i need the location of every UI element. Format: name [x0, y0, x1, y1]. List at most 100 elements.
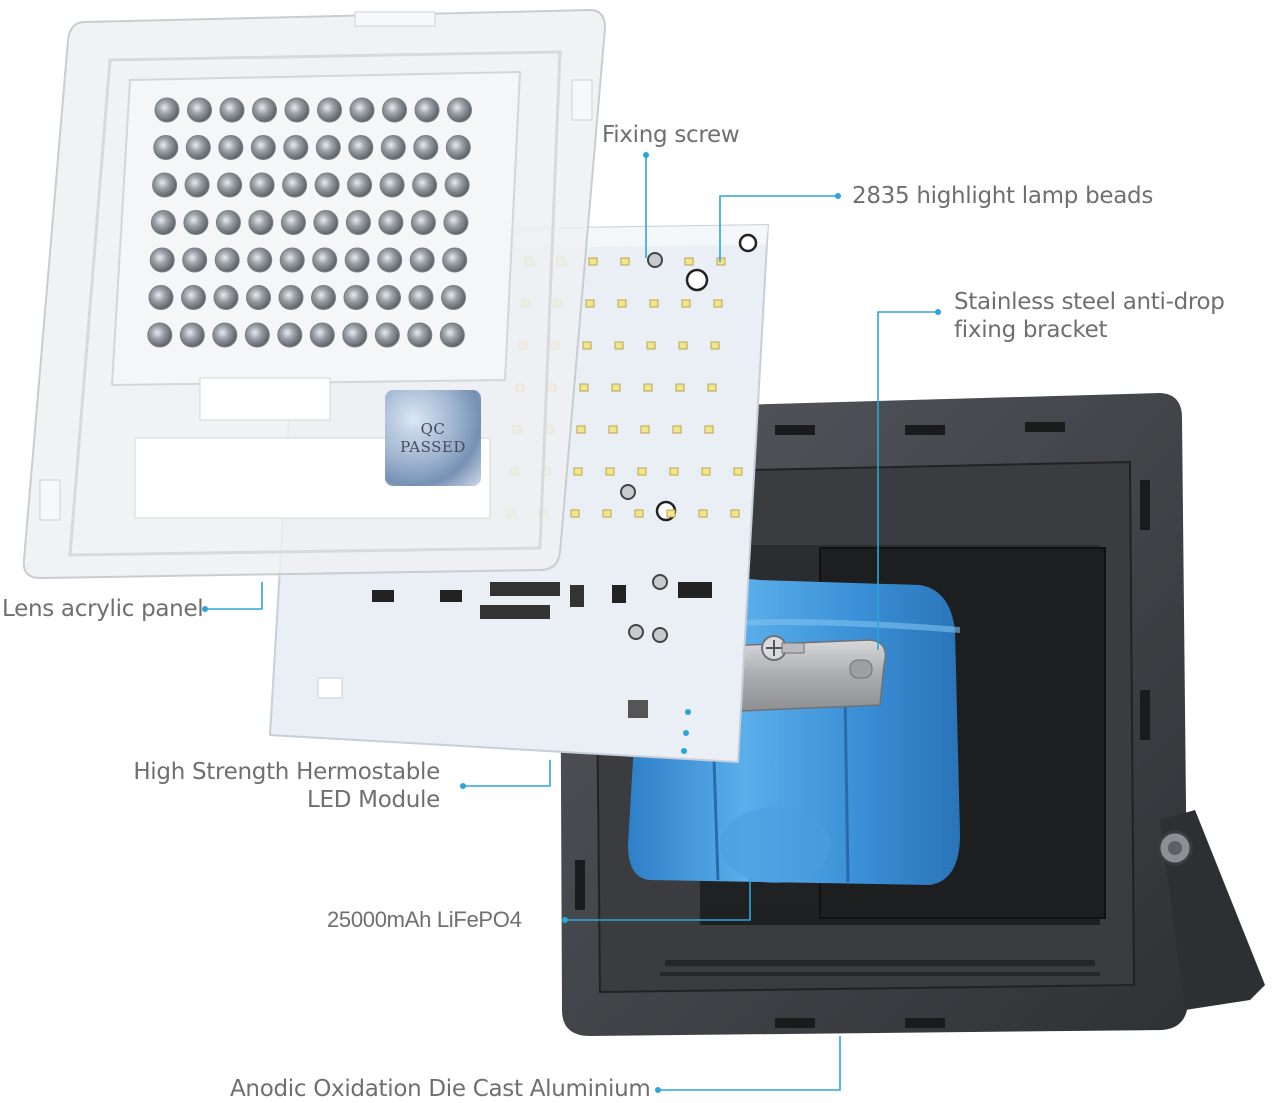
lens-optic	[179, 322, 205, 348]
lens-optic	[187, 97, 212, 123]
lens-optic	[414, 97, 440, 123]
lens-optic	[153, 135, 179, 160]
smd-led	[681, 299, 691, 308]
lens-optic	[283, 135, 309, 160]
lens-optic	[377, 247, 403, 273]
lens-optic	[378, 210, 404, 235]
lens-optic	[149, 247, 175, 273]
lens-optic	[412, 172, 438, 198]
lens-optic	[447, 97, 472, 123]
lens-optic	[185, 135, 211, 160]
lens-optic	[313, 210, 339, 235]
smd-led	[716, 257, 726, 266]
smd-led	[730, 509, 740, 518]
lens-optic	[247, 247, 273, 273]
lens-optic	[439, 322, 465, 348]
lens-optic	[214, 247, 240, 273]
smd-led	[611, 383, 621, 392]
lens-optic	[219, 97, 245, 123]
lens-optic	[443, 210, 469, 235]
lens-optic	[252, 97, 277, 123]
label-lamp-beads: 2835 highlight lamp beads	[852, 183, 1154, 209]
lens-optic	[152, 172, 178, 198]
lens-optic	[312, 247, 338, 273]
lens-optic	[314, 172, 340, 198]
label-battery: 25000mAh LiFePO4	[327, 907, 522, 932]
smd-led	[666, 509, 676, 518]
lens-optic	[183, 210, 209, 235]
lens-optic	[246, 285, 271, 310]
smd-led	[576, 425, 586, 434]
lens-optic	[317, 97, 342, 123]
lens-optic	[348, 135, 374, 160]
smd-led	[570, 509, 580, 518]
lens-optic	[280, 210, 306, 235]
smd-led	[733, 467, 743, 476]
lens-optic	[278, 285, 304, 310]
lens-optic	[345, 210, 371, 235]
lens-optic	[244, 322, 270, 348]
smd-led	[707, 383, 717, 392]
smd-led	[579, 383, 589, 392]
smd-led	[669, 467, 679, 476]
smd-led	[620, 257, 630, 266]
qc-badge-line1: QC	[420, 420, 446, 438]
label-bracket: Stainless steel anti-drop fixing bracket	[954, 288, 1225, 344]
smd-led	[617, 299, 627, 308]
lens-optic	[277, 322, 303, 348]
label-led-module-line1: High Strength Hermostable	[133, 759, 440, 785]
smd-led	[588, 257, 598, 266]
smd-led	[637, 467, 647, 476]
qc-passed-sticker: QC PASSED	[385, 390, 481, 486]
lens-optic	[215, 210, 241, 235]
lens-optic	[379, 172, 405, 198]
smd-led	[640, 425, 650, 434]
lens-optic-array	[147, 97, 472, 348]
label-lens-panel: Lens acrylic panel	[2, 596, 204, 622]
lens-optic	[382, 97, 407, 123]
lens-optic	[282, 172, 308, 198]
smd-led	[701, 467, 711, 476]
lens-optic	[410, 210, 436, 235]
smd-led	[684, 257, 694, 266]
lens-optic	[184, 172, 210, 198]
lens-optic	[248, 210, 274, 235]
smd-led	[678, 341, 688, 350]
lens-optic	[347, 172, 373, 198]
lens-optic	[315, 135, 341, 160]
lens-optic	[441, 285, 466, 310]
lens-optic	[250, 135, 276, 160]
smd-led	[608, 425, 618, 434]
callout-lines	[202, 152, 941, 1093]
smd-led	[605, 467, 615, 476]
lens-optic	[213, 285, 239, 310]
smd-led	[573, 467, 583, 476]
label-housing: Anodic Oxidation Die Cast Aluminium	[230, 1076, 651, 1102]
lens-optic	[407, 322, 433, 348]
smd-led	[649, 299, 659, 308]
smd-led	[643, 383, 653, 392]
smd-led	[672, 425, 682, 434]
lens-optic	[408, 285, 434, 310]
smd-led	[713, 299, 723, 308]
smd-led	[634, 509, 644, 518]
label-led-module-line2: LED Module	[306, 787, 440, 813]
lens-optic	[374, 322, 400, 348]
smd-led	[585, 299, 595, 308]
lens-optic	[311, 285, 336, 310]
lens-optic	[445, 135, 471, 160]
smd-led	[582, 341, 592, 350]
lens-optic	[217, 172, 243, 198]
pcb-screw-icon	[620, 252, 668, 643]
label-led-module: High Strength Hermostable LED Module	[120, 758, 440, 814]
lens-optic	[409, 247, 435, 273]
lens-optic	[154, 97, 180, 123]
lens-optic	[376, 285, 401, 310]
lens-optic	[249, 172, 275, 198]
lens-optic	[349, 97, 375, 123]
smd-led	[614, 341, 624, 350]
smd-led	[675, 383, 685, 392]
lens-optic	[218, 135, 244, 160]
qc-badge-line2: PASSED	[400, 438, 466, 456]
